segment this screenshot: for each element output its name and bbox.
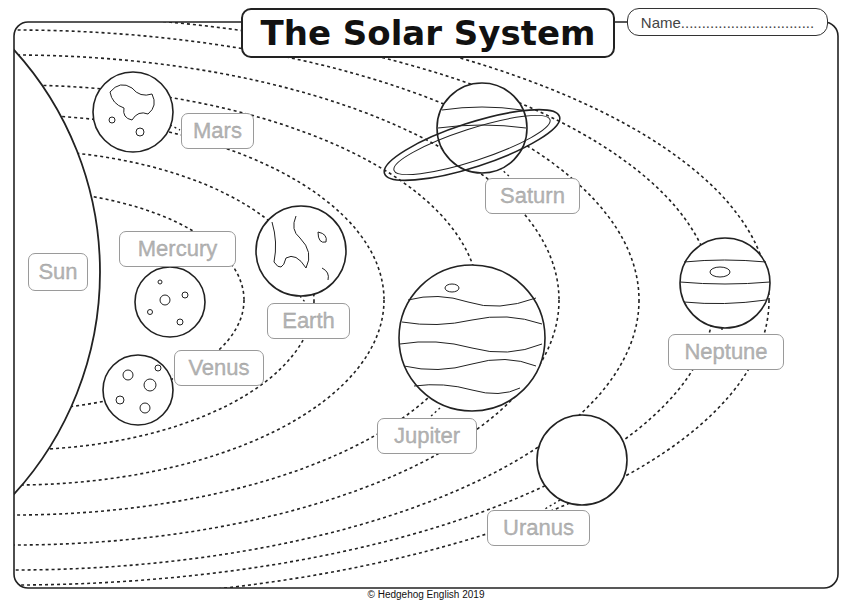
planet-label: Earth	[282, 308, 335, 334]
leader-lines	[170, 125, 722, 509]
planet-label: Saturn	[500, 183, 565, 209]
label-box: Mars	[181, 113, 254, 149]
planet-label: Sun	[38, 259, 77, 285]
label-box: Earth	[267, 303, 350, 339]
copyright-note: © Hedgehog English 2019	[368, 589, 485, 600]
label-box: Saturn	[485, 178, 580, 214]
name-field: Name................................	[627, 8, 828, 36]
label-box: Neptune	[668, 334, 784, 370]
title-box: The Solar System	[241, 8, 615, 58]
label-box: Mercury	[119, 231, 236, 267]
planets	[93, 72, 770, 505]
label-box: Jupiter	[377, 418, 477, 454]
label-box: Sun	[28, 253, 88, 291]
planet-label: Neptune	[684, 339, 767, 365]
label-box: Venus	[174, 350, 264, 386]
name-text: Name................................	[641, 14, 814, 31]
planet-label: Venus	[188, 355, 249, 381]
orbits	[14, 22, 769, 588]
planet-label: Mars	[193, 118, 242, 144]
sun	[14, 22, 100, 588]
label-box: Uranus	[487, 510, 590, 546]
title-text: The Solar System	[261, 13, 596, 53]
planet-label: Uranus	[503, 515, 574, 541]
planet-label: Mercury	[138, 236, 217, 262]
planet-label: Jupiter	[394, 423, 460, 449]
frame	[14, 22, 838, 588]
